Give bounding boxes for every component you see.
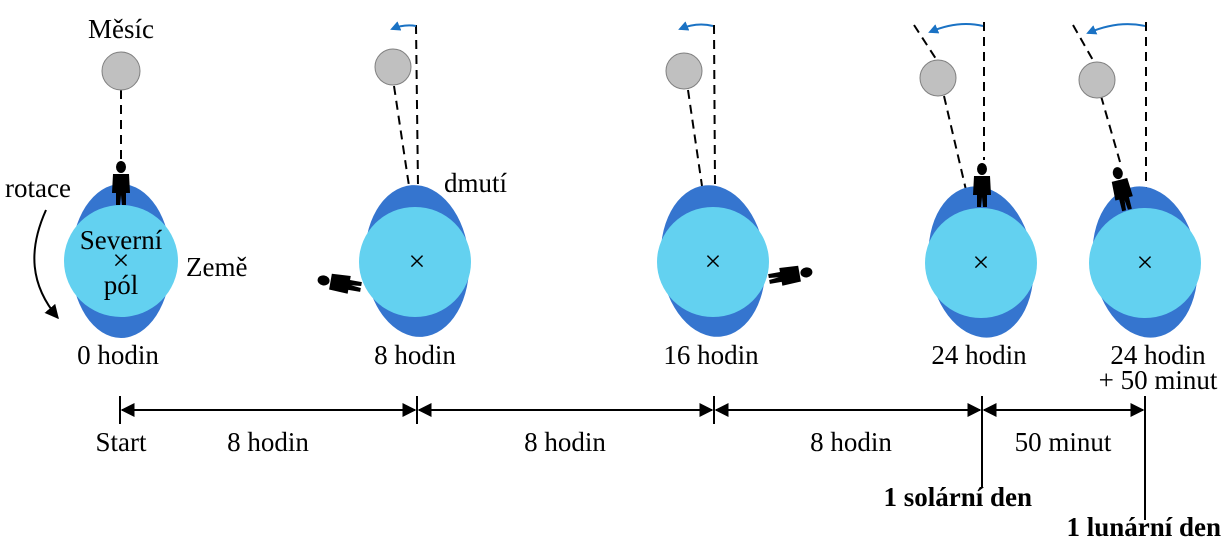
stage-16h: × 16 hodin: [657, 21, 814, 370]
moon-sightline: [393, 85, 410, 187]
moon: [101, 51, 141, 91]
earth-disc: [657, 207, 769, 317]
time-label: 16 hodin: [663, 340, 759, 370]
earth: ×: [64, 184, 178, 338]
center-mark: ×: [1137, 246, 1154, 279]
observer-figure: [767, 262, 814, 288]
reference-line: [713, 24, 716, 187]
earth: ×: [657, 185, 769, 337]
moon-sightline: [1100, 95, 1121, 163]
reference-line: [415, 24, 419, 187]
lunar-day-label: 1 lunární den: [1066, 512, 1221, 542]
stage-8h: × dmutí 8 hodin: [316, 21, 508, 370]
moon-label: Měsíc: [88, 14, 154, 44]
earth-disc: [1089, 208, 1201, 318]
timeline: Start 8 hodin 8 hodin 8 hodin 50 minut 1…: [96, 396, 1221, 542]
moon-sightline: [687, 89, 703, 187]
moon: [374, 48, 412, 86]
rotation-arrow: [33, 209, 59, 320]
moon: [1078, 61, 1116, 99]
earth: ×: [359, 185, 471, 337]
observer-figure: [316, 270, 363, 296]
time-label: 24 hodin: [931, 340, 1027, 370]
earth-label: Země: [186, 252, 247, 282]
time-label: 0 hodin: [77, 340, 159, 370]
segment-label: 8 hodin: [227, 427, 309, 457]
time-label: 8 hodin: [374, 340, 456, 370]
orbit-arrow: [1086, 23, 1146, 35]
segment-label: 8 hodin: [524, 427, 606, 457]
orbit-arrow: [678, 21, 714, 31]
segment-label: 50 minut: [1015, 427, 1112, 457]
moon-sightline: [943, 95, 967, 191]
bulge-label: dmutí: [444, 168, 508, 198]
reference-line: [1072, 24, 1095, 63]
orbit-arrow: [928, 23, 984, 34]
rotation-label: rotace: [5, 173, 71, 203]
start-label: Start: [96, 427, 147, 457]
center-mark: ×: [705, 245, 722, 278]
earth: ×: [925, 186, 1037, 338]
center-mark: ×: [973, 246, 990, 279]
orbit-arrow: [390, 21, 417, 31]
earth-disc: [64, 205, 178, 317]
time-label-extra: + 50 minut: [1099, 365, 1218, 395]
moon: [665, 52, 703, 90]
earth-disc: [925, 208, 1037, 318]
solar-day-label: 1 solární den: [883, 482, 1032, 512]
moon: [919, 59, 957, 97]
earth: ×: [1089, 186, 1201, 338]
stage-24h: × 24 hodin: [913, 22, 1037, 370]
center-mark: ×: [113, 244, 130, 277]
stage-0h: Měsíc × Severní pól rotace Země 0 hodin: [5, 14, 247, 370]
reference-line: [913, 24, 939, 63]
stage-24h50m: × 24 hodin + 50 minut: [1072, 22, 1218, 395]
time-label: 24 hodin: [1110, 340, 1206, 370]
center-mark: ×: [409, 245, 426, 278]
earth-disc: [359, 207, 471, 317]
segment-label: 8 hodin: [810, 427, 892, 457]
north-pole-label-2: pól: [104, 270, 139, 300]
north-pole-label-1: Severní: [80, 225, 163, 255]
